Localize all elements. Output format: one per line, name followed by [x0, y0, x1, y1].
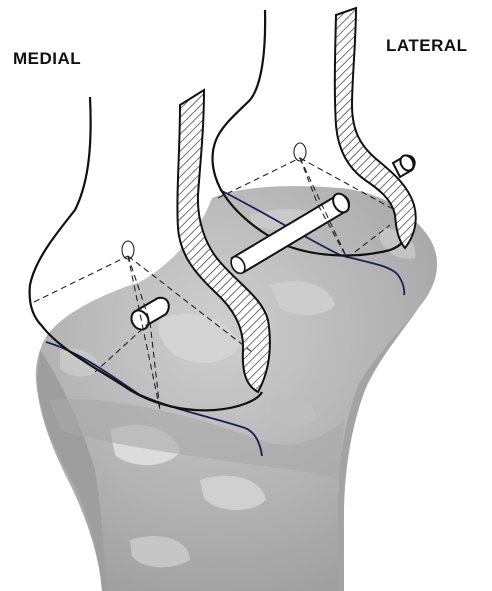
tibia [36, 186, 437, 591]
medial-label: MEDIAL [13, 49, 81, 69]
lateral-label: LATERAL [386, 36, 468, 56]
lateral-peg [393, 153, 416, 177]
